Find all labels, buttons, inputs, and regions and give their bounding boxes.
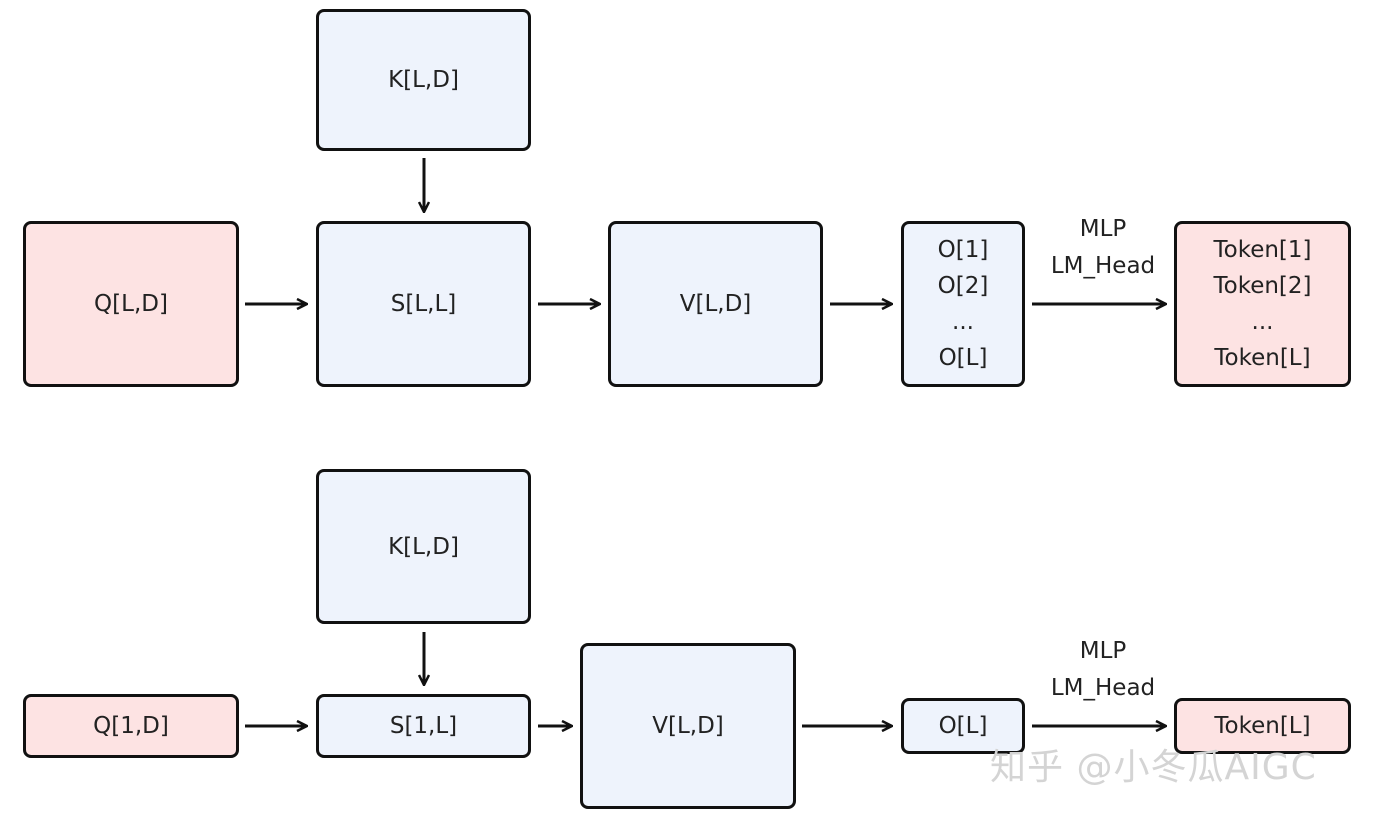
top-o-line-1: O[1]: [937, 237, 989, 263]
bottom-arrow-label: MLP LM_Head: [1033, 633, 1173, 707]
top-arrow-label: MLP LM_Head: [1033, 211, 1173, 285]
top-q-box: Q[L,D]: [23, 221, 239, 387]
bottom-token-box: Token[L]: [1174, 698, 1351, 754]
bottom-arrow-label-mlp: MLP: [1079, 638, 1127, 664]
top-arrow-label-mlp: MLP: [1079, 216, 1127, 242]
top-s-label: S[L,L]: [390, 291, 457, 317]
top-o-line-4: O[L]: [938, 345, 988, 371]
bottom-v-label: V[L,D]: [652, 713, 724, 739]
bottom-s-label: S[1,L]: [389, 713, 458, 739]
top-o-line-3: ...: [952, 309, 974, 335]
top-v-box: V[L,D]: [608, 221, 823, 387]
top-o-line-2: O[2]: [937, 273, 989, 299]
bottom-o-box: O[L]: [901, 698, 1025, 754]
top-arrow-label-lmhead: LM_Head: [1050, 253, 1156, 279]
top-token-box: Token[1] Token[2] ... Token[L]: [1174, 221, 1351, 387]
top-token-line-3: ...: [1251, 309, 1274, 335]
watermark: 知乎 @小冬瓜AIGC: [990, 747, 1317, 788]
bottom-q-box: Q[1,D]: [23, 694, 239, 758]
bottom-q-label: Q[1,D]: [93, 713, 169, 739]
bottom-k-label: K[L,D]: [388, 533, 459, 560]
bottom-o-label: O[L]: [938, 713, 988, 739]
top-token-line-2: Token[2]: [1213, 273, 1312, 299]
top-q-label: Q[L,D]: [94, 291, 168, 317]
top-token-line-4: Token[L]: [1214, 345, 1311, 371]
bottom-k-box: K[L,D]: [316, 469, 531, 624]
top-token-line-1: Token[1]: [1213, 237, 1312, 263]
top-s-box: S[L,L]: [316, 221, 531, 387]
bottom-arrow-label-lmhead: LM_Head: [1050, 675, 1156, 701]
top-k-box: K[L,D]: [316, 9, 531, 151]
bottom-s-box: S[1,L]: [316, 694, 531, 758]
bottom-v-box: V[L,D]: [580, 643, 796, 809]
top-o-box: O[1] O[2] ... O[L]: [901, 221, 1025, 387]
top-k-label: K[L,D]: [388, 67, 459, 93]
bottom-token-label: Token[L]: [1214, 713, 1311, 739]
top-v-label: V[L,D]: [679, 291, 752, 317]
